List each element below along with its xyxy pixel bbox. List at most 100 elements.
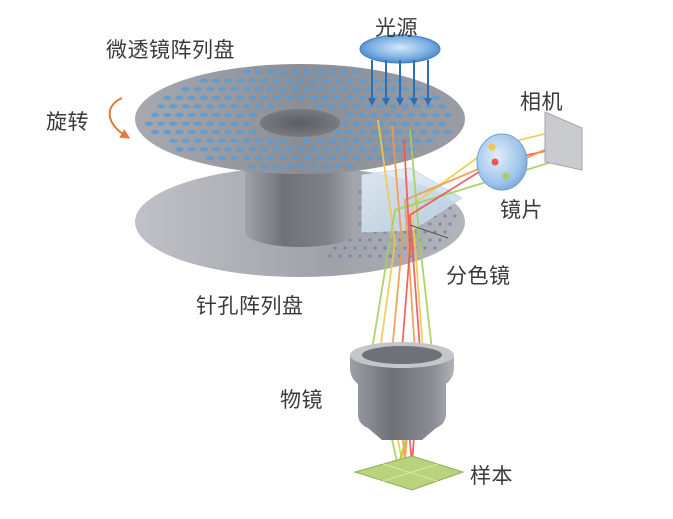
light-source-rays: [368, 60, 432, 106]
microlens-dot: [358, 95, 367, 100]
microlens-dot: [157, 121, 166, 126]
microlens-dot: [218, 121, 227, 126]
pinhole-dot: [358, 190, 362, 194]
microlens-dot: [388, 87, 398, 92]
microlens-dot: [230, 138, 239, 143]
microlens-dot: [333, 147, 343, 152]
microlens-dot: [407, 130, 416, 135]
microlens-dot: [346, 164, 355, 169]
microlens-dot: [364, 155, 373, 161]
microlens-dot: [224, 95, 233, 100]
microlens-dot: [285, 95, 294, 100]
microlens-dot: [254, 138, 263, 143]
microlens-dot: [327, 138, 337, 143]
label-camera: 相机: [520, 90, 563, 114]
microlens-disk: [135, 64, 465, 174]
microlens-dot: [364, 121, 373, 126]
light-source: [359, 34, 441, 106]
pinhole-dot: [428, 222, 432, 226]
microlens-dot: [205, 121, 215, 126]
microlens-dot: [443, 112, 452, 118]
microlens-dot: [394, 147, 404, 152]
microlens-dot: [236, 130, 245, 135]
pinhole-dot: [443, 214, 447, 218]
microlens-dot: [382, 130, 391, 135]
microlens-dot: [285, 78, 294, 83]
microlens-dot: [291, 87, 300, 92]
microlens-dot: [315, 69, 324, 75]
microlens-dot: [242, 121, 251, 126]
microlens-dot: [236, 95, 245, 100]
microlens-dot: [370, 147, 379, 152]
microlens-dot: [169, 121, 178, 126]
microlens-dot: [211, 78, 221, 83]
microlens-dot: [199, 112, 208, 118]
microlens-dot: [163, 130, 172, 135]
pinhole-dot: [403, 246, 407, 250]
pinhole-dot: [438, 222, 442, 226]
tube-lens: [476, 133, 528, 191]
label-sample: 样本: [470, 464, 513, 488]
microlens-dot: [272, 95, 282, 100]
microlens-dot: [303, 138, 312, 143]
microlens-dot: [315, 104, 324, 109]
microlens-dot: [358, 78, 367, 83]
microlens-dot: [169, 104, 178, 109]
microlens-dot: [425, 138, 434, 143]
microlens-dot: [248, 147, 257, 152]
pinhole-dot: [423, 230, 427, 234]
pinhole-dot: [383, 246, 387, 250]
microlens-dot: [266, 104, 276, 109]
pinhole-dot: [373, 246, 377, 250]
microlens-dot: [364, 138, 373, 143]
label-rotation: 旋转: [46, 110, 89, 134]
microlens-dot: [364, 87, 373, 92]
microlens-dot: [224, 112, 233, 118]
microlens-dot: [327, 69, 337, 75]
microlens-dot: [309, 95, 318, 100]
microlens-dot: [340, 155, 349, 161]
microlens-dot: [169, 138, 178, 143]
microlens-dot: [187, 112, 196, 118]
microlens-dot: [346, 78, 355, 83]
microlens-dot: [401, 121, 410, 126]
sample-grid-line-2: [382, 463, 439, 482]
microlens-dot: [303, 155, 312, 161]
microlens-dot: [193, 87, 202, 92]
microlens-dot: [340, 87, 349, 92]
microlens-dot: [254, 104, 263, 109]
pinhole-dot: [448, 206, 452, 210]
microlens-dot: [340, 121, 349, 126]
microlens-dot: [199, 95, 208, 100]
microlens-dot: [236, 78, 245, 83]
microlens-dot: [352, 87, 361, 92]
microlens-dot: [346, 147, 355, 152]
microlens-dot: [181, 87, 190, 92]
pinhole-dot: [403, 230, 407, 234]
microlens-dot: [230, 104, 239, 109]
microlens-dot: [157, 104, 166, 109]
microlens-dot: [260, 164, 269, 169]
microlens-dot: [193, 121, 202, 126]
microlens-dot: [163, 112, 172, 118]
microlens-dot: [297, 95, 306, 100]
microlens-dot: [443, 130, 452, 135]
microlens-dot: [309, 164, 318, 169]
microlens-dot: [230, 121, 239, 126]
microlens-dot: [211, 147, 221, 152]
microlens-dot: [254, 69, 263, 75]
microlens-dot: [425, 121, 434, 126]
microlens-dot: [419, 95, 428, 100]
objective-bore: [362, 346, 442, 364]
microlens-dot: [260, 95, 269, 100]
microlens-dot: [272, 147, 282, 152]
microlens-dot: [285, 164, 294, 169]
microlens-dot: [364, 104, 373, 109]
microlens-dot: [279, 138, 288, 143]
pinhole-dot: [358, 254, 362, 258]
microlens-dot: [346, 95, 355, 100]
microlens-dot: [193, 138, 202, 143]
pinhole-dot: [448, 222, 452, 226]
microlens-dot: [401, 87, 410, 92]
microlens-dot: [352, 69, 361, 75]
